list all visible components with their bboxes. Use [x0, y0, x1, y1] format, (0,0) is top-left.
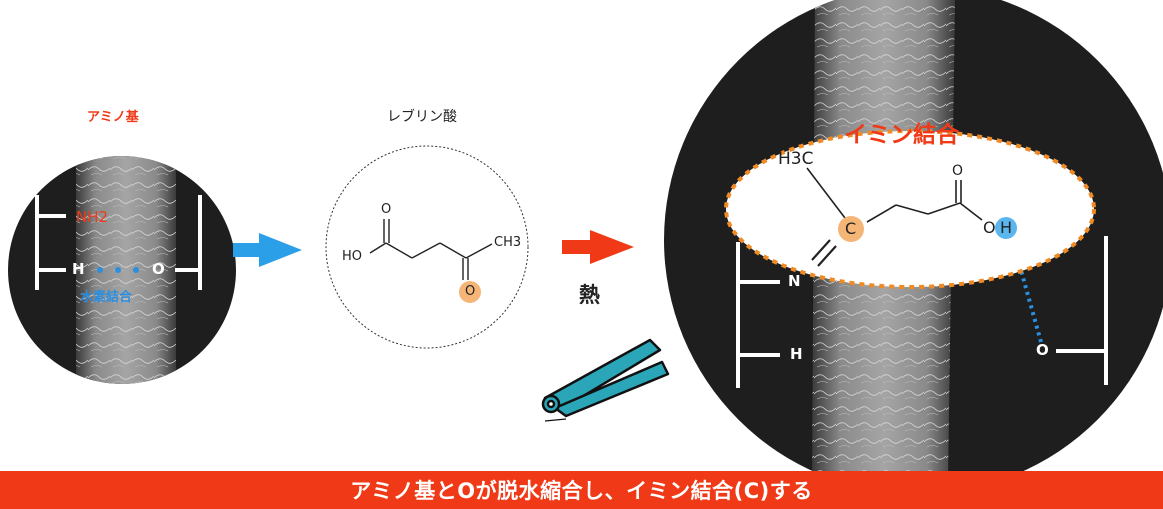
right-circle-bracket-right: [1056, 236, 1108, 385]
hydrogen-bond-label: 水素結合: [80, 290, 133, 305]
keto-o-label: O: [465, 284, 476, 299]
left-hair-circle: [8, 156, 236, 384]
right-circle-bracket-left: [736, 242, 780, 388]
keto-oxygen-highlight: [459, 281, 481, 303]
imine-carbon-highlight: [838, 216, 864, 242]
methyl-label: CH3: [494, 235, 522, 250]
right-bracket: [175, 195, 202, 290]
left-bracket: [35, 195, 66, 290]
summary-banner-text: アミノ基とOが脱水縮合し、イミン結合(C)する: [350, 479, 813, 503]
hydroxyl-hydrogen-highlight: [995, 217, 1017, 239]
carboxyl-o-label: O: [381, 202, 392, 217]
hair-iron-icon: [541, 338, 670, 422]
summary-banner: アミノ基とOが脱水縮合し、イミン結合(C)する: [0, 471, 1163, 509]
imine-c-label: C: [845, 219, 857, 238]
molecule-dashed-circle: [325, 145, 529, 349]
right-n-label: N: [788, 272, 801, 290]
hydroxyl-label: HO: [342, 249, 363, 264]
hydrogen-bond-dots: [97, 267, 139, 273]
h3c-label: H3C: [778, 149, 814, 169]
molecule-name-label: レブリン酸: [387, 109, 457, 125]
right-hydroxyl-h-label: H: [1000, 218, 1013, 237]
red-arrow-icon: [562, 230, 634, 264]
left-h-label: H: [72, 260, 85, 278]
right-hydroxyl-o-label: O: [983, 218, 996, 237]
right-h-label: H: [790, 345, 803, 363]
imine-bond-label: イミン結合: [844, 122, 959, 148]
imine-structure: [806, 167, 983, 267]
left-o-label: O: [152, 260, 165, 278]
amino-group-label: アミノ基: [87, 110, 139, 125]
right-carboxyl-o-label: O: [952, 163, 964, 179]
right-o-label: O: [1036, 341, 1049, 359]
blue-arrow-icon: [233, 233, 302, 267]
nh2-label: NH2: [76, 208, 109, 226]
levulinic-acid-structure: [369, 219, 493, 280]
heat-label: 熱: [579, 283, 600, 307]
